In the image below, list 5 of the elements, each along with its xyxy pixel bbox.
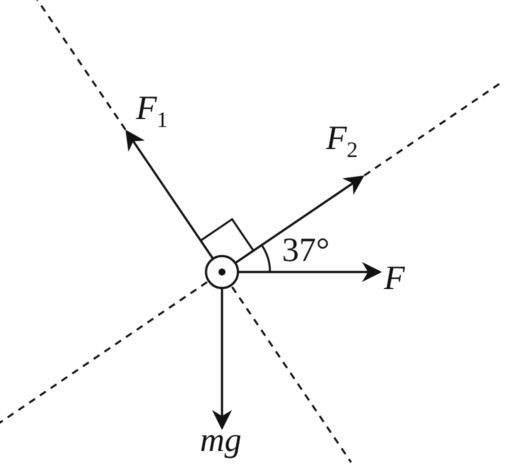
angle-label: 37° [282, 234, 330, 268]
force-label: F$_{1}$ [136, 92, 168, 131]
force-label: F [384, 262, 405, 296]
force-label: mg [200, 424, 242, 458]
force-label: F$_{2}$ [326, 122, 358, 161]
